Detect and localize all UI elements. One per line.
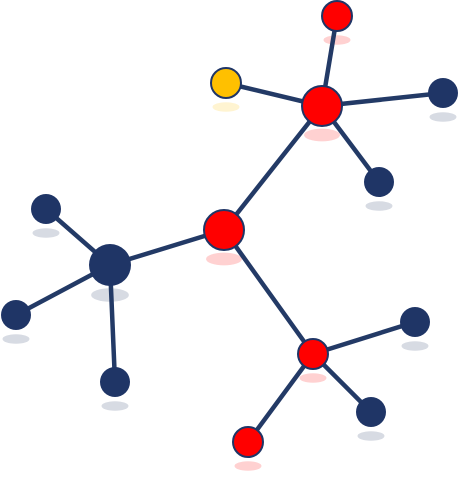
atom-reflection-lower-bottomright-navy: [357, 431, 385, 441]
atom-reflection-upper-red: [304, 128, 340, 142]
bond-lower-red-lower-bottom-red: [245, 351, 316, 445]
atoms-layer: [1, 0, 458, 458]
atom-left-navy: [89, 244, 131, 286]
atom-lower-red: [297, 338, 329, 370]
atom-left-lower-navy: [1, 300, 31, 330]
atom-reflection-left-upper-navy: [32, 228, 60, 238]
bond-lower-red-lower-right-navy: [310, 319, 418, 357]
atom-top-small-red: [321, 0, 353, 32]
atom-upper-lower-navy: [364, 167, 394, 197]
atom-reflection-top-yellow: [212, 102, 240, 112]
bond-center-red-lower-red: [221, 227, 316, 357]
atom-center-red: [203, 209, 245, 251]
atom-reflection-lower-bottom-red: [234, 461, 262, 471]
atom-reflection-lower-right-navy: [401, 341, 429, 351]
atom-reflection-top-small-red: [323, 35, 351, 45]
reflections-layer: [2, 35, 457, 471]
atom-reflection-left-lower-navy: [2, 334, 30, 344]
atom-top-yellow: [210, 67, 242, 99]
atom-lower-bottom-red: [232, 426, 264, 458]
atom-lower-right-navy: [400, 307, 430, 337]
atom-reflection-left-bottom-navy: [101, 401, 129, 411]
atom-lower-bottomright-navy: [356, 397, 386, 427]
bond-center-red-upper-red: [221, 103, 325, 233]
atom-left-upper-navy: [31, 194, 61, 224]
atom-reflection-upper-right-navy: [429, 112, 457, 122]
atom-left-bottom-navy: [100, 367, 130, 397]
atom-reflection-center-red: [206, 252, 242, 266]
atom-upper-right-navy: [428, 78, 458, 108]
atom-reflection-upper-lower-navy: [365, 201, 393, 211]
atom-upper-red: [301, 85, 343, 127]
atom-reflection-lower-red: [299, 373, 327, 383]
